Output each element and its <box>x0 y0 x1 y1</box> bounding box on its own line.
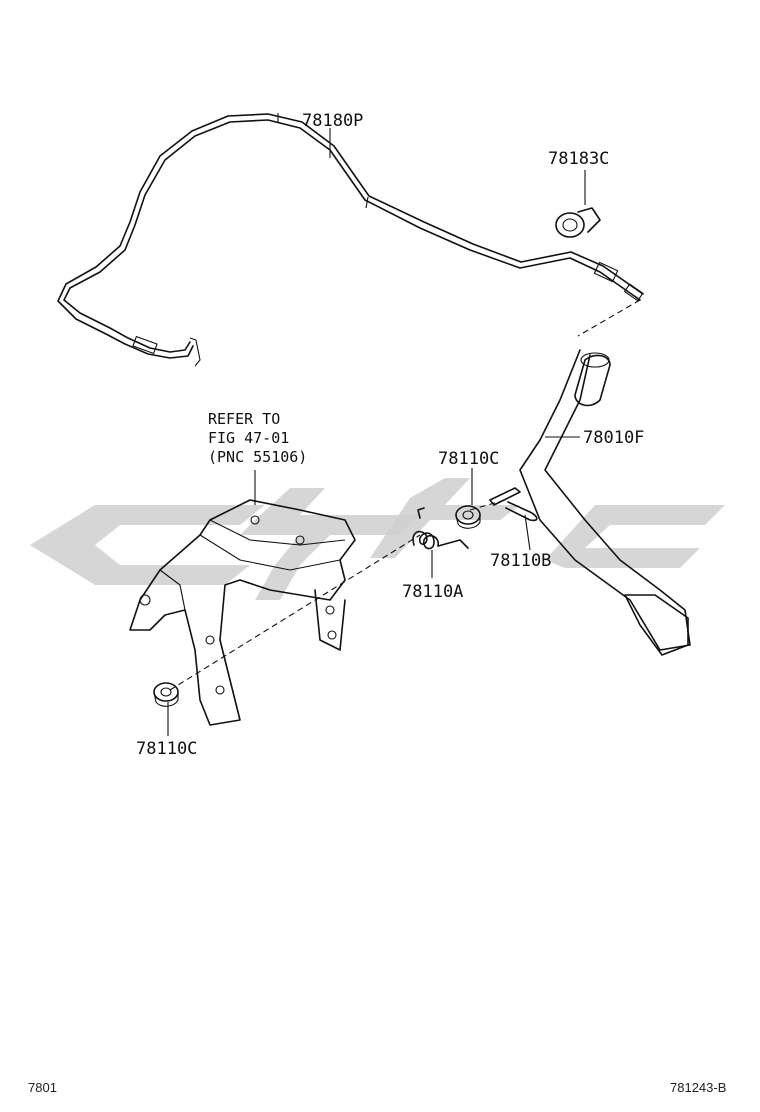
reference-note-line1: REFER TO <box>208 410 280 428</box>
bushing-upper <box>455 505 481 529</box>
label-clamp: 78183C <box>548 149 609 169</box>
label-bushing-lower: 78110C <box>136 739 197 759</box>
return-spring <box>412 507 469 550</box>
watermark-logo <box>30 478 725 600</box>
label-bushing-upper: 78110C <box>438 449 499 469</box>
label-pedal: 78010F <box>583 428 644 448</box>
bushing-lower <box>153 682 179 707</box>
label-pin: 78110B <box>490 551 551 571</box>
label-spring: 78110A <box>402 582 463 602</box>
footer-left-code: 7801 <box>28 1080 57 1095</box>
label-cable: 78180P <box>302 111 363 131</box>
cable-clamp <box>555 207 601 238</box>
accelerator-cable <box>57 113 644 367</box>
accelerator-pedal <box>519 349 691 656</box>
reference-note-line2: FIG 47-01 <box>208 429 289 447</box>
pedal-bracket <box>129 499 356 726</box>
footer-right-code: 781243-B <box>670 1080 726 1095</box>
leader-pin <box>524 514 531 551</box>
reference-note-line3: (PNC 55106) <box>208 448 307 466</box>
